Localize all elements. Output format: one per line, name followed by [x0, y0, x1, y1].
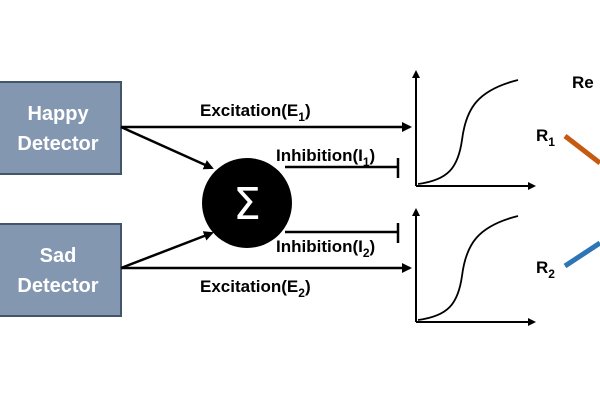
happy-detector-box: Happy Detector [0, 81, 122, 175]
inhibition-top-label: Inhibition(I1) [276, 146, 375, 169]
excitation-top-label: Excitation(E1) [200, 101, 311, 124]
response-top-label: R1 [536, 126, 555, 149]
sum-node: Σ [202, 158, 292, 248]
response-bottom-arrow [563, 240, 600, 269]
sad-detector-label-line2: Detector [17, 275, 98, 297]
right-header-label: Re [572, 73, 594, 92]
sad-to-sum-arrow [120, 231, 214, 270]
happy-detector-rect [0, 81, 122, 175]
happy-to-sum-arrow [120, 125, 214, 170]
excitation-bottom-label: Excitation(E2) [200, 277, 311, 300]
top-sigmoid-plot [412, 70, 536, 190]
sad-detector-box: Sad Detector [0, 223, 122, 317]
sum-node-circle [202, 158, 292, 248]
bottom-sigmoid-curve [417, 215, 519, 321]
response-bottom-label: R2 [536, 258, 555, 281]
sad-detector-rect [0, 223, 122, 317]
sum-symbol: Σ [233, 179, 261, 230]
response-top-arrow [563, 134, 600, 165]
sad-detector-label-line1: Sad [40, 245, 77, 267]
happy-detector-label-line1: Happy [27, 103, 89, 125]
inhibition-bottom-label: Inhibition(I2) [276, 237, 375, 260]
happy-detector-label-line2: Detector [17, 133, 98, 155]
bottom-sigmoid-plot [412, 208, 536, 326]
top-sigmoid-curve [417, 79, 519, 185]
